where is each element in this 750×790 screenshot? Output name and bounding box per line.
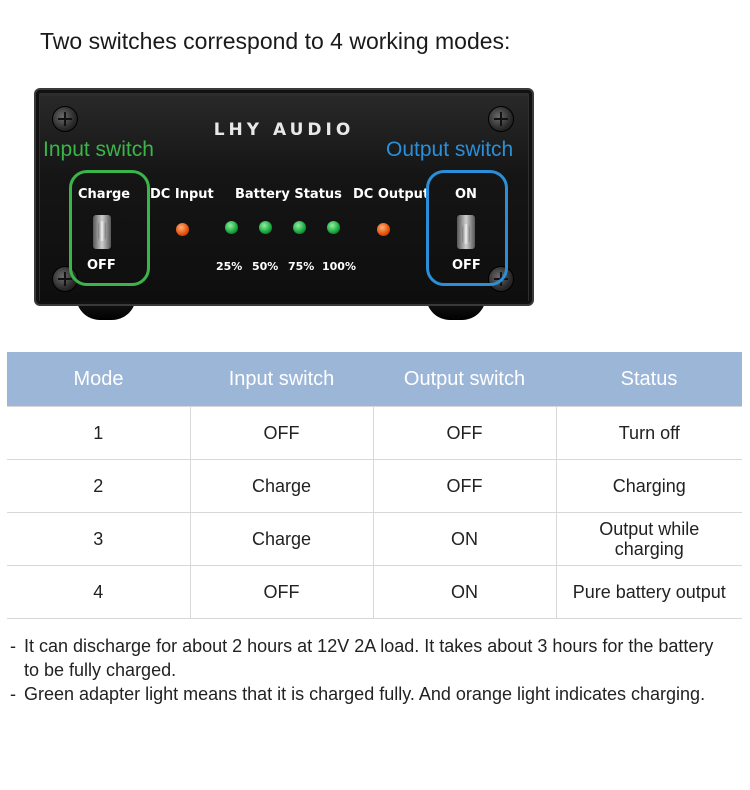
page-heading: Two switches correspond to 4 working mod… bbox=[40, 28, 511, 54]
table-row: 2 Charge OFF Charging bbox=[7, 459, 742, 513]
device-brand-logo: LHY AUDIO bbox=[213, 120, 355, 140]
battery-led bbox=[327, 221, 340, 234]
battery-level-100: 100% bbox=[322, 260, 356, 273]
cell-mode: 1 bbox=[7, 406, 191, 460]
cell-status: Output while charging bbox=[555, 512, 742, 566]
note-item: -It can discharge for about 2 hours at 1… bbox=[10, 636, 714, 680]
cell-status: Pure battery output bbox=[555, 565, 742, 619]
screw-icon bbox=[52, 106, 78, 132]
input-switch-callout-label: Input switch bbox=[43, 138, 154, 161]
label-dc-input: DC Input bbox=[150, 187, 214, 202]
header-status: Status bbox=[556, 352, 742, 407]
dc-input-led bbox=[176, 223, 189, 236]
note-text: Green adapter light means that it is cha… bbox=[24, 684, 706, 704]
battery-led bbox=[225, 221, 238, 234]
dc-output-led bbox=[377, 223, 390, 236]
header-input-switch: Input switch bbox=[190, 352, 373, 407]
cell-output: ON bbox=[372, 565, 557, 619]
label-off-right: OFF bbox=[452, 258, 481, 273]
label-on: ON bbox=[455, 187, 477, 202]
table-header-row: Mode Input switch Output switch Status bbox=[7, 352, 742, 407]
cell-status: Charging bbox=[555, 459, 742, 513]
cell-output: OFF bbox=[372, 406, 557, 460]
cell-input: OFF bbox=[189, 406, 374, 460]
cell-input: OFF bbox=[189, 565, 374, 619]
output-switch-callout-outline bbox=[426, 170, 508, 286]
battery-level-75: 75% bbox=[288, 260, 315, 273]
notes-list: -It can discharge for about 2 hours at 1… bbox=[10, 634, 730, 706]
header-mode: Mode bbox=[7, 352, 190, 407]
label-charge: Charge bbox=[78, 187, 131, 202]
label-battery-status: Battery Status bbox=[235, 187, 342, 202]
label-off-left: OFF bbox=[87, 258, 116, 273]
output-switch-callout-label: Output switch bbox=[386, 138, 514, 161]
cell-output: OFF bbox=[372, 459, 557, 513]
working-modes-table: Mode Input switch Output switch Status 1… bbox=[7, 352, 742, 619]
table-row: 3 Charge ON Output while charging bbox=[7, 512, 742, 566]
cell-input: Charge bbox=[189, 512, 374, 566]
cell-mode: 4 bbox=[7, 565, 191, 619]
cell-input: Charge bbox=[189, 459, 374, 513]
screw-icon bbox=[488, 106, 514, 132]
header-output-switch: Output switch bbox=[373, 352, 556, 407]
table-row: 4 OFF ON Pure battery output bbox=[7, 565, 742, 619]
cell-mode: 2 bbox=[7, 459, 191, 513]
input-switch-callout-outline bbox=[69, 170, 150, 286]
table-row: 1 OFF OFF Turn off bbox=[7, 406, 742, 460]
battery-level-25: 25% bbox=[216, 260, 243, 273]
battery-led bbox=[293, 221, 306, 234]
note-text: It can discharge for about 2 hours at 12… bbox=[24, 636, 714, 680]
cell-output: ON bbox=[372, 512, 557, 566]
output-toggle-switch bbox=[457, 215, 475, 249]
label-dc-output: DC Output bbox=[353, 187, 430, 202]
cell-mode: 3 bbox=[7, 512, 191, 566]
input-toggle-switch bbox=[93, 215, 111, 249]
battery-level-50: 50% bbox=[252, 260, 279, 273]
battery-led bbox=[259, 221, 272, 234]
cell-status: Turn off bbox=[555, 406, 742, 460]
note-item: -Green adapter light means that it is ch… bbox=[10, 684, 706, 704]
